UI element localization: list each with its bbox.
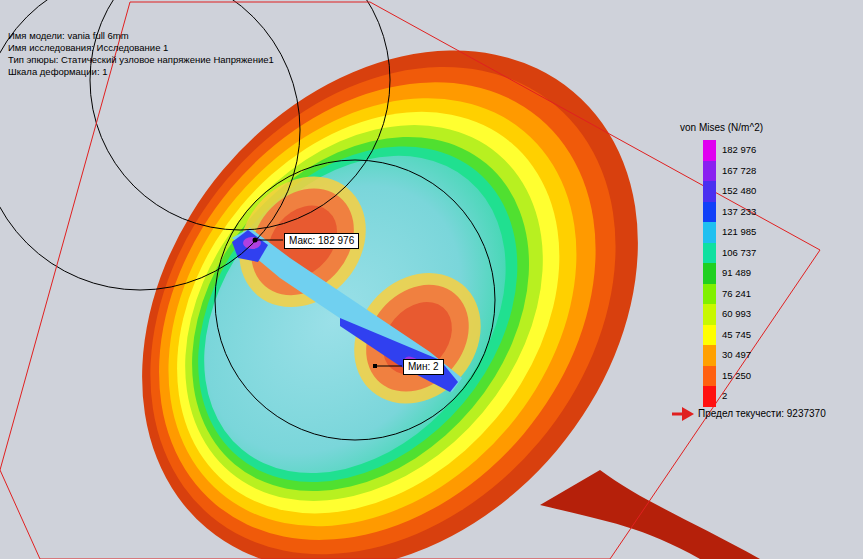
- legend-value: 45 745: [722, 329, 751, 340]
- legend-value: 91 489: [722, 267, 751, 278]
- legend-value: 30 497: [722, 349, 751, 360]
- callout-text: Макс: 182 976: [289, 235, 354, 246]
- legend-value: 2: [722, 390, 727, 401]
- legend-swatch: [703, 345, 716, 366]
- legend-swatch: [703, 366, 716, 387]
- legend-swatch: [703, 325, 716, 346]
- callout-box: Мин: 2: [403, 359, 444, 375]
- study-name: Имя исследования: Исследование 1: [8, 42, 168, 53]
- legend-value: 106 737: [722, 247, 756, 258]
- plot-type: Тип эпюры: Статический узловое напряжени…: [8, 54, 274, 65]
- legend-value: 60 993: [722, 308, 751, 319]
- legend-value: 76 241: [722, 288, 751, 299]
- legend-value: 121 985: [722, 226, 756, 237]
- yield-strength: Предел текучести: 9237370: [698, 408, 826, 419]
- legend-title: von Mises (N/m^2): [680, 122, 763, 133]
- legend-value: 167 728: [722, 165, 756, 176]
- legend-swatch: [703, 284, 716, 305]
- legend-swatch: [703, 243, 716, 264]
- legend-swatch: [703, 202, 716, 223]
- callout-text: Мин: 2: [408, 361, 439, 372]
- deformation-scale: Шкала деформации: 1: [8, 66, 107, 77]
- legend-value: 152 480: [722, 185, 756, 196]
- legend-swatch: [703, 304, 716, 325]
- model-name: Имя модели: vania full 6mm: [8, 30, 129, 41]
- legend-value: 15 250: [722, 370, 751, 381]
- legend-swatch: [703, 161, 716, 182]
- legend-swatch: [703, 140, 716, 161]
- callout-box: Макс: 182 976: [284, 233, 359, 249]
- legend-swatch: [703, 222, 716, 243]
- legend-swatch: [703, 181, 716, 202]
- legend-value: 137 233: [722, 206, 756, 217]
- legend-swatch: [703, 263, 716, 284]
- legend-swatch: [703, 386, 716, 407]
- legend-value: 182 976: [722, 144, 756, 155]
